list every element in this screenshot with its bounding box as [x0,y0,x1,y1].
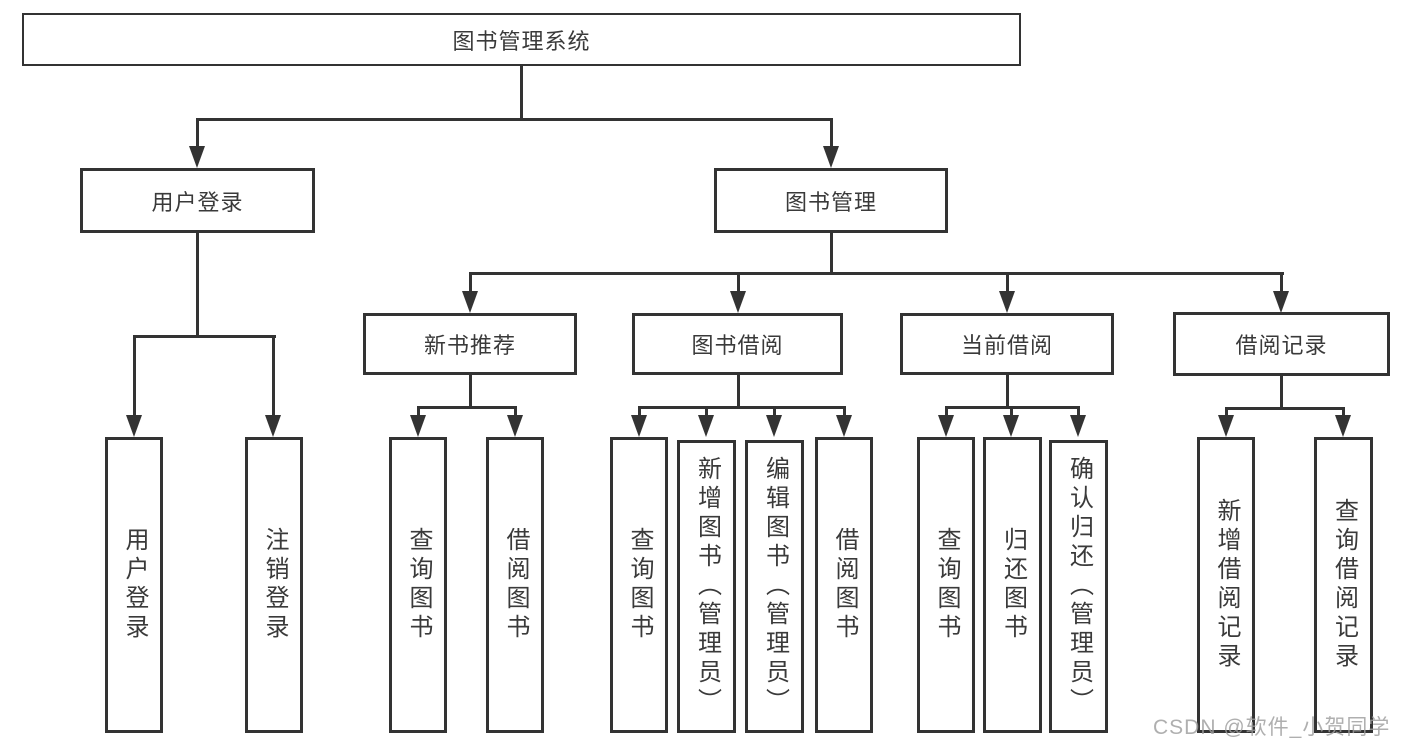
leaf-label: 注销登录 [261,527,288,643]
arrow-down-icon [1335,415,1351,437]
node-label: 图书管理系统 [452,28,591,54]
leaf-label: 查询图书 [626,527,653,643]
connector-line [272,337,275,417]
connector-line [843,408,846,417]
node-label: 当前借阅 [960,333,1053,358]
arrow-down-icon [999,291,1015,313]
leaf-label: 编辑图书（管理员） [761,456,789,717]
node-new-book-recommend: 新书推荐 [363,313,577,375]
connector-line [1006,274,1009,293]
arrow-down-icon [462,291,478,313]
connector-line [945,408,948,417]
leaf-borrow-books: 借阅图书 [815,437,873,733]
node-user-login: 用户登录 [80,168,315,233]
arrow-down-icon [265,415,281,437]
node-book-management: 图书管理 [714,168,948,233]
connector-line [1225,409,1228,417]
leaf-label: 用户登录 [121,527,148,643]
arrow-down-icon [836,415,852,437]
arrow-down-icon [766,415,782,437]
connector-line [773,408,776,417]
leaf-return-books: 归还图书 [983,437,1042,733]
leaf-label: 借阅图书 [502,527,529,643]
csdn-watermark: CSDN @软件_小贺同学 [1153,716,1391,739]
leaf-label: 新增图书（管理员） [693,456,721,717]
node-label: 图书借阅 [691,333,784,358]
leaf-borrow-query-books: 查询图书 [610,437,668,733]
connector-line [520,64,523,120]
arrow-down-icon [507,415,523,437]
node-label: 新书推荐 [423,333,516,358]
connector-line [737,373,740,409]
leaf-recommend-query-books: 查询图书 [389,437,447,733]
leaf-label: 借阅图书 [831,527,858,643]
node-library-system: 图书管理系统 [22,13,1021,66]
node-label: 图书管理 [784,189,877,215]
connector-line [417,408,420,417]
connector-line [830,120,833,148]
node-label: 借阅记录 [1235,333,1328,358]
connector-line [469,373,472,409]
connector-line [638,406,846,409]
leaf-edit-books-admin: 编辑图书（管理员） [745,440,804,733]
connector-line [830,231,833,274]
leaf-confirm-return-admin: 确认归还（管理员） [1049,440,1108,733]
connector-line [133,337,136,417]
node-current-borrow: 当前借阅 [900,313,1114,375]
arrow-down-icon [126,415,142,437]
connector-line [514,408,517,417]
connector-line [1077,408,1080,417]
leaf-user-login: 用户登录 [105,437,163,733]
leaf-logout: 注销登录 [245,437,303,733]
connector-line [1280,374,1283,410]
arrow-down-icon [1070,415,1086,437]
connector-line [945,406,1080,409]
node-book-borrow: 图书借阅 [632,313,843,375]
arrow-down-icon [938,415,954,437]
leaf-add-books-admin: 新增图书（管理员） [677,440,736,733]
arrow-down-icon [410,415,426,437]
connector-line [133,335,276,338]
arrow-down-icon [1003,415,1019,437]
node-label: 用户登录 [151,189,244,215]
connector-line [1006,373,1009,409]
arrow-down-icon [698,415,714,437]
leaf-label: 查询图书 [405,527,432,643]
connector-line [469,274,472,293]
leaf-current-query-books: 查询图书 [917,437,975,733]
connector-line [638,408,641,417]
leaf-label: 新增借阅记录 [1213,498,1240,672]
connector-line [1010,408,1013,417]
connector-line [196,118,833,121]
leaf-label: 查询图书 [933,527,960,643]
arrow-down-icon [189,146,205,168]
leaf-label: 查询借阅记录 [1330,498,1358,672]
connector-line [1225,407,1345,410]
connector-line [417,406,517,409]
leaf-add-borrow-record: 新增借阅记录 [1197,437,1255,733]
leaf-query-borrow-record: 查询借阅记录 [1314,437,1373,733]
connector-line [705,408,708,417]
connector-line [469,272,1284,275]
node-borrow-records: 借阅记录 [1173,312,1390,376]
arrow-down-icon [823,146,839,168]
connector-line [196,232,199,337]
connector-line [737,274,740,293]
arrow-down-icon [1273,291,1289,313]
arrow-down-icon [1218,415,1234,437]
leaf-recommend-borrow-books: 借阅图书 [486,437,544,733]
arrow-down-icon [730,291,746,313]
leaf-label: 归还图书 [999,527,1027,643]
leaf-label: 确认归还（管理员） [1065,456,1093,717]
arrow-down-icon [631,415,647,437]
connector-line [1280,274,1283,293]
connector-line [1342,409,1345,417]
connector-line [196,120,199,148]
